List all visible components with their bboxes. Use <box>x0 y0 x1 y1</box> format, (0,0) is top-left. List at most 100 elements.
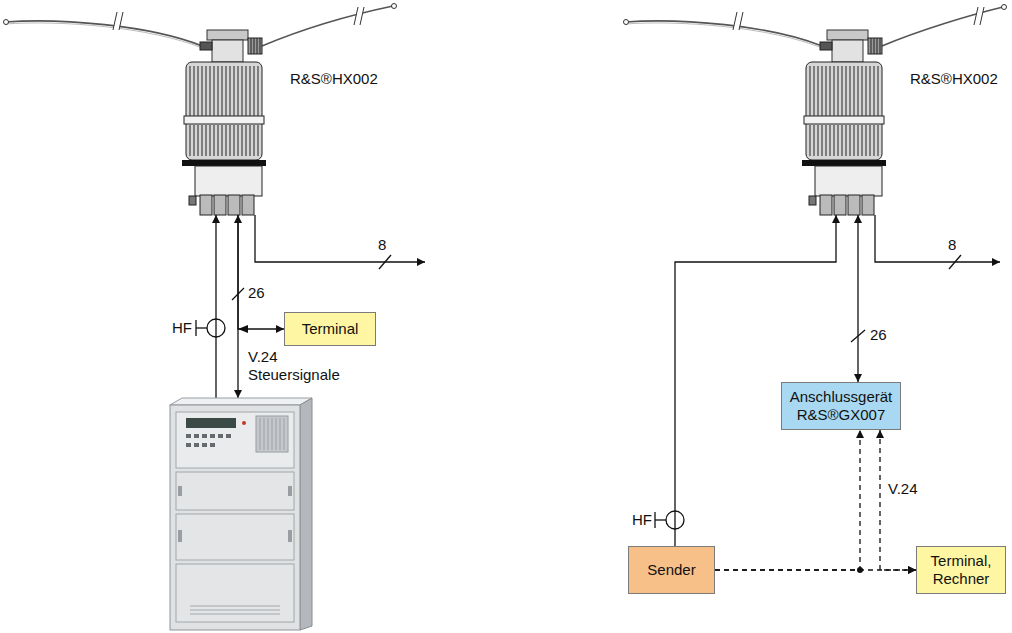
transmitter-cabinet <box>176 564 294 622</box>
break-mark <box>354 7 364 25</box>
break-mark <box>733 12 737 30</box>
antenna-wire <box>262 6 393 46</box>
transmitter-cabinet <box>176 514 294 560</box>
antenna-coupler <box>182 30 266 215</box>
transmitter-cabinet <box>202 434 207 438</box>
transmitter-cabinet <box>178 530 182 542</box>
antenna-coupler: R&S®HX002 <box>804 30 886 215</box>
hf-symbol <box>196 327 207 328</box>
box-label: Terminal <box>302 320 359 338</box>
break-mark <box>113 12 117 30</box>
antenna-wire <box>4 20 9 25</box>
antenna-wire <box>624 5 1007 49</box>
part-name: R&S®HX002 <box>910 70 998 88</box>
break-mark <box>980 7 984 25</box>
signal-name: HF <box>172 319 192 337</box>
break-mark <box>113 12 123 30</box>
dashed-connector <box>715 430 860 570</box>
signal-connector <box>675 215 836 546</box>
antenna-wire <box>392 4 397 9</box>
box-label: Terminal, Rechner <box>922 552 1000 588</box>
transmitter-cabinet <box>260 418 284 450</box>
break-mark <box>974 7 978 25</box>
hf-symbol <box>654 512 655 528</box>
signal-line <box>379 255 391 269</box>
transmitter-cabinet <box>242 421 246 425</box>
connector-label: HF <box>630 511 654 529</box>
signal-line <box>851 215 1000 342</box>
connector-label: V.24 <box>886 480 919 498</box>
bus-width-number: 8 <box>948 236 956 254</box>
transmitter-cabinet <box>186 434 191 438</box>
hf-symbol <box>655 519 666 520</box>
antenna-wire <box>5 21 202 46</box>
antenna-wire <box>1002 5 1007 10</box>
break-mark <box>733 7 984 30</box>
signal-line <box>215 215 216 398</box>
transmitter-cabinet <box>218 434 223 438</box>
break-mark <box>733 12 743 30</box>
hf-symbol <box>207 319 225 337</box>
transmitter-cabinet <box>226 434 231 438</box>
hf-symbol <box>196 319 225 337</box>
connectors <box>238 215 916 570</box>
break-mark <box>974 7 984 25</box>
dashed-connector <box>880 430 916 570</box>
transmitter-cabinet <box>170 398 312 405</box>
break-mark <box>113 7 364 30</box>
transmitter-cabinet <box>202 443 207 447</box>
antenna-wire <box>624 20 629 25</box>
transmitter-cabinet <box>194 434 199 438</box>
signal-line <box>949 255 961 269</box>
transmitter-box: Sender <box>628 546 715 594</box>
break-mark <box>119 12 123 30</box>
antenna-wire <box>5 23 202 48</box>
box-label: Anschlussgerät R&S®GX007 <box>787 388 895 424</box>
antenna-coupler: R&S®HX002 <box>184 30 266 215</box>
break-mark <box>739 12 743 30</box>
terminal-box: Terminal <box>284 312 376 346</box>
connection-unit-box: Anschlussgerät R&S®GX007 <box>781 382 901 430</box>
transmitter-cabinet <box>176 412 294 468</box>
transmitter-cabinet <box>300 398 312 630</box>
signal-connector <box>238 215 284 329</box>
signal-connector <box>857 215 858 382</box>
part-name: R&S®HX002 <box>290 70 378 88</box>
antenna-wire <box>625 23 822 48</box>
transmitter-cabinet <box>210 443 215 447</box>
antenna-wire <box>882 7 1003 46</box>
transmitter-cabinet <box>210 434 215 438</box>
antenna-coupler <box>802 30 886 215</box>
antenna-wire <box>4 4 397 49</box>
antenna-wire <box>625 21 822 46</box>
signal-line <box>216 215 425 398</box>
break-mark <box>354 7 358 25</box>
connector-label: 26 <box>868 326 889 344</box>
transmitter-cabinet <box>186 418 236 428</box>
signal-name: V.24 Steuersignale <box>248 348 348 384</box>
box-label: Sender <box>647 561 695 579</box>
transmitter-cabinet <box>170 405 300 630</box>
transmitter-cabinet <box>170 398 312 630</box>
transmitter-cabinet <box>256 416 288 452</box>
hf-symbol <box>195 320 196 336</box>
transmitter-cabinet <box>190 606 280 614</box>
hf-symbol <box>655 511 684 529</box>
transmitter-cabinet <box>194 443 199 447</box>
bus-width-number: 8 <box>378 236 386 254</box>
signal-line <box>255 215 425 262</box>
terminal-box: Terminal, Rechner <box>916 546 1006 594</box>
transmitter-cabinet <box>288 486 292 496</box>
transmitter-cabinet <box>178 486 182 496</box>
transmitter-cabinet <box>176 472 294 510</box>
transmitter-cabinet <box>288 530 292 542</box>
transmitter-cabinet <box>186 443 191 447</box>
break-mark <box>360 7 364 25</box>
signal-line <box>875 215 1000 262</box>
bus-width-number: 26 <box>248 284 265 302</box>
